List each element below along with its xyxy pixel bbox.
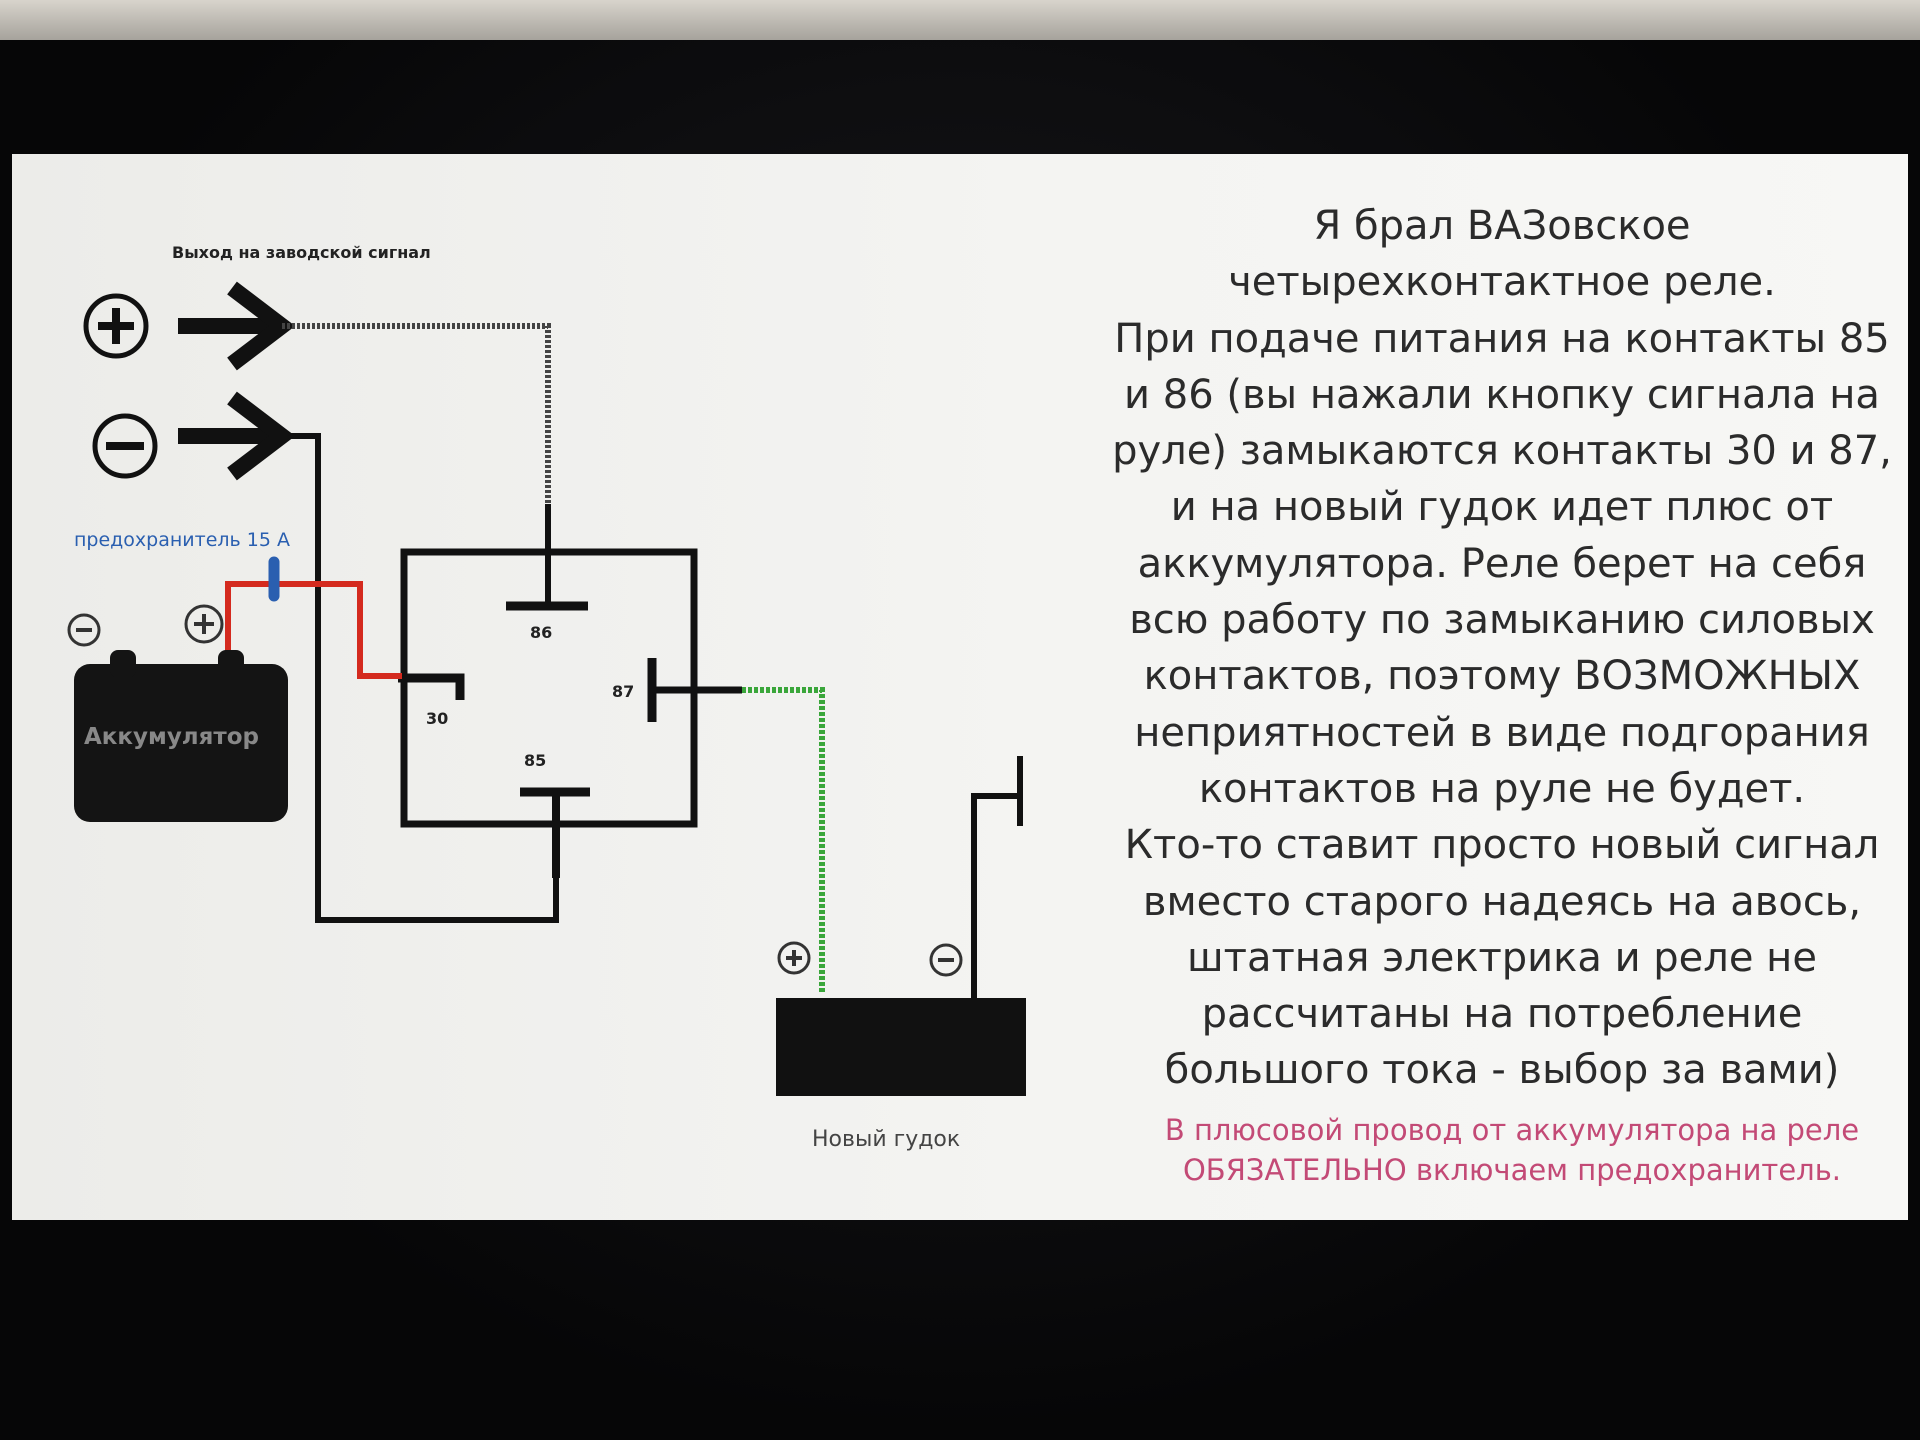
description-line: руле) замыкаются контакты 30 и 87,: [1112, 428, 1892, 475]
monitor-screen: Выход на заводской сигнал предохранитель…: [12, 154, 1908, 1220]
wiring-diagram: Выход на заводской сигнал предохранитель…: [67, 243, 1026, 1152]
description-line: контактов, поэтому ВОЗМОЖНЫХ: [1143, 653, 1861, 700]
description-line: неприятностей в виде подгорания: [1134, 709, 1870, 756]
description-line: рассчитаны на потребление: [1201, 991, 1803, 1038]
description-line: штатная электрика и реле не: [1187, 934, 1817, 981]
description-line: аккумулятора. Реле берет на себя: [1137, 540, 1867, 587]
output-label: Выход на заводской сигнал: [172, 243, 431, 262]
wire-plus-to-86: [282, 323, 551, 504]
relay-pin-85-label: 85: [524, 751, 546, 770]
description-line: большого тока - выбор за вами): [1164, 1047, 1840, 1094]
description-line: четырехконтактное реле.: [1228, 259, 1776, 306]
horn-label: Новый гудок: [812, 1127, 960, 1152]
minus-input-symbol: [92, 413, 158, 479]
relay-pin-30-label: 30: [426, 709, 448, 728]
description-line: контактов на руле не будет.: [1198, 765, 1806, 812]
description-line: При подаче питания на контакты 85: [1114, 315, 1890, 362]
relay-pin-86-label: 86: [530, 623, 552, 642]
fuse-label: предохранитель 15 А: [74, 529, 290, 551]
description-line: Кто-то ставит просто новый сигнал: [1124, 822, 1880, 869]
description-line: и на новый гудок идет плюс от: [1170, 484, 1834, 531]
warning-line: В плюсовой провод от аккумулятора на рел…: [1164, 1113, 1860, 1147]
minus-arrow-icon: [178, 391, 296, 481]
description-line: и 86 (вы нажали кнопку сигнала на: [1124, 371, 1880, 418]
plus-input-symbol: [83, 293, 149, 359]
battery-icon: [67, 604, 288, 822]
wire-87-to-horn: [742, 687, 825, 992]
fuse-warning: В плюсовой провод от аккумулятора на рел…: [1132, 1110, 1892, 1190]
plus-arrow-icon: [178, 281, 296, 371]
description-line: вместо старого надеясь на авось,: [1142, 878, 1862, 925]
relay-pin-87-label: 87: [612, 682, 634, 701]
horn-icon: [776, 756, 1026, 1096]
wire-minus-to-85: [282, 433, 559, 923]
warning-line: ОБЯЗАТЕЛЬНО включаем предохранитель.: [1182, 1153, 1842, 1187]
wire-battery-to-30: [225, 581, 402, 679]
description-text: Я брал ВАЗовское четырехконтактное реле.…: [1092, 198, 1908, 1099]
description-line: Я брал ВАЗовское: [1313, 203, 1691, 249]
relay-pin-30: [398, 673, 465, 700]
description-line: всю работу по замыканию силовых: [1129, 597, 1875, 644]
battery-label: Аккумулятор: [84, 724, 259, 750]
